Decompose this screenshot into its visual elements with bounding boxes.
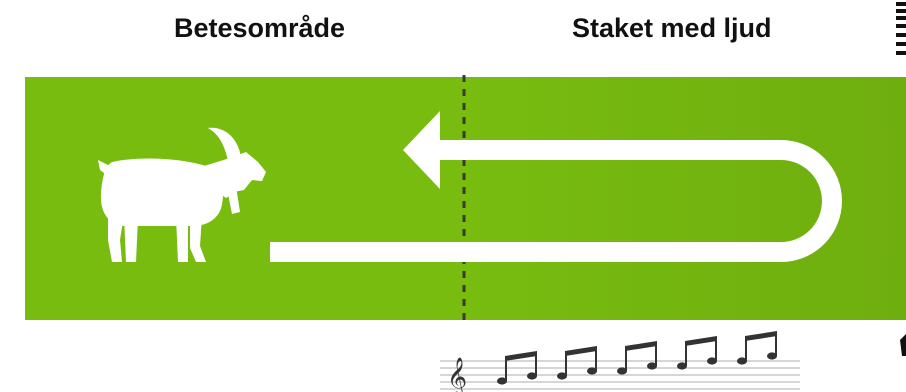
grazing-field	[25, 77, 465, 320]
fence-with-sound-label: Staket med ljud	[572, 13, 772, 43]
u-turn-path	[270, 140, 842, 262]
arrow-left-icon	[403, 111, 440, 189]
svg-text:𝄞: 𝄞	[447, 357, 467, 392]
grazing-area-label: Betesområde	[174, 13, 346, 43]
goat-icon	[98, 127, 266, 262]
music-notes-icon: 𝄞	[440, 331, 800, 392]
edge-fragment	[896, 2, 906, 356]
